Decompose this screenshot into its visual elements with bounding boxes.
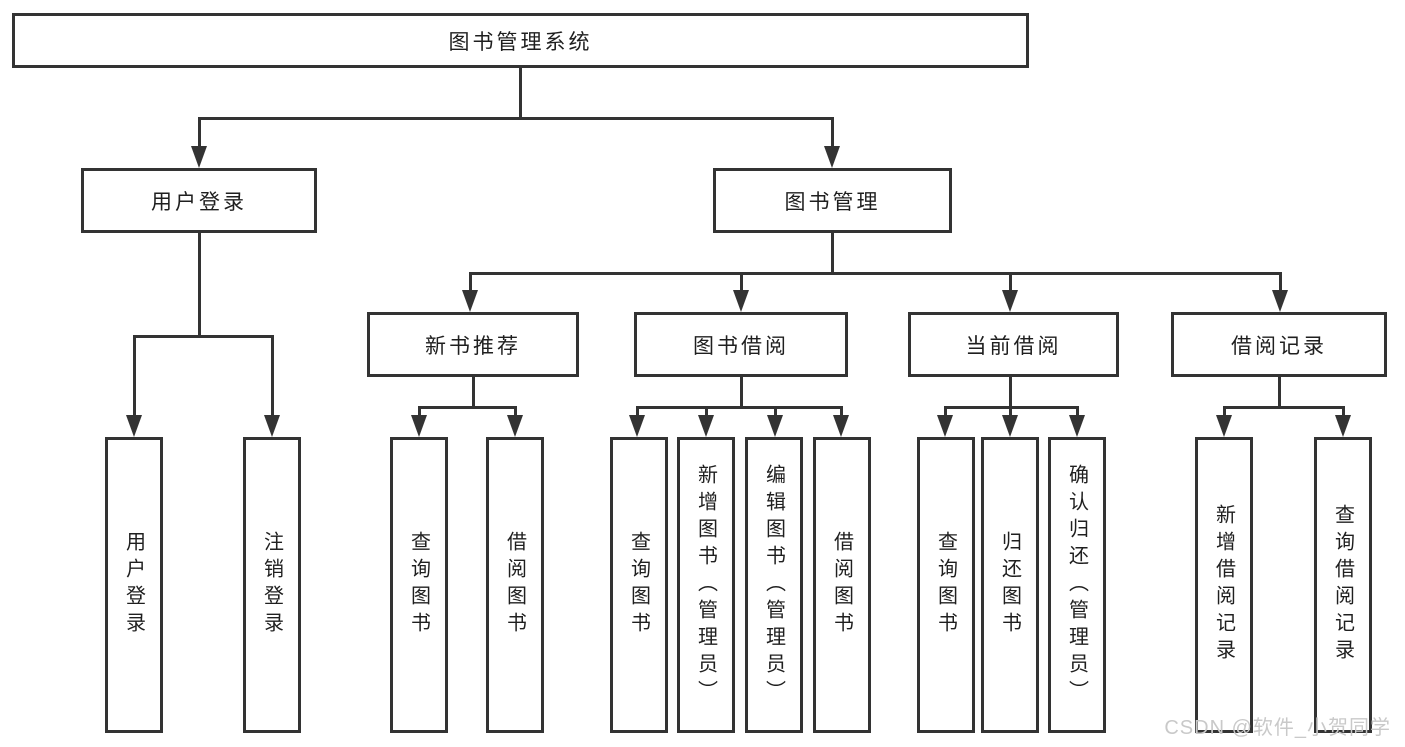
connector-newbook-rail: [418, 406, 517, 409]
arrow-down-icon: [943, 406, 947, 415]
leaf-edit-books-admin: 编辑图书（管理员）: [745, 437, 803, 733]
leaf-user-login: 用户登录: [105, 437, 163, 733]
arrow-down-icon: [1278, 272, 1282, 290]
leaf-add-books-admin: 新增图书（管理员）: [677, 437, 735, 733]
leaf-add-borrow-record: 新增借阅记录: [1195, 437, 1253, 733]
leaf-borrow-books: 借阅图书: [813, 437, 871, 733]
leaf-confirm-return-admin: 确认归还（管理员）: [1048, 437, 1106, 733]
leaf-borrow-books-rec: 借阅图书: [486, 437, 544, 733]
arrow-down-icon: [1075, 406, 1079, 415]
connector-newbook-stem: [472, 377, 475, 406]
arrow-down-icon: [839, 406, 843, 415]
leaf-query-books-borrow: 查询图书: [610, 437, 668, 733]
leaf-return-books: 归还图书: [981, 437, 1039, 733]
node-root-system: 图书管理系统: [12, 13, 1029, 68]
leaf-logout: 注销登录: [243, 437, 301, 733]
node-new-book-recommend: 新书推荐: [367, 312, 579, 377]
connector-bookborrow-rail: [636, 406, 843, 409]
arrow-down-icon: [197, 117, 201, 146]
connector-bookmgmt-stem: [831, 233, 834, 272]
arrow-down-icon: [773, 406, 777, 415]
connector-currentborrow-stem: [1009, 377, 1012, 406]
node-user-login: 用户登录: [81, 168, 317, 233]
arrow-down-icon: [1008, 406, 1012, 415]
arrow-down-icon: [830, 117, 834, 146]
connector-userlogin-stem: [198, 233, 201, 335]
arrow-down-icon: [1008, 272, 1012, 290]
csdn-watermark: CSDN @软件_小贺同学: [1164, 717, 1391, 739]
connector-currentborrow-rail: [944, 406, 1079, 409]
arrow-down-icon: [132, 335, 136, 415]
connector-userlogin-rail: [133, 335, 274, 338]
arrow-down-icon: [739, 272, 743, 290]
node-borrow-records: 借阅记录: [1171, 312, 1387, 377]
connector-bookborrow-stem: [740, 377, 743, 406]
connector-root-stem: [519, 68, 522, 118]
leaf-query-books-rec: 查询图书: [390, 437, 448, 733]
arrow-down-icon: [635, 406, 639, 415]
connector-root-rail: [198, 117, 834, 120]
arrow-down-icon: [1341, 406, 1345, 415]
leaf-query-books-current: 查询图书: [917, 437, 975, 733]
arrow-down-icon: [513, 406, 517, 415]
node-book-management: 图书管理: [713, 168, 952, 233]
arrow-down-icon: [417, 406, 421, 415]
arrow-down-icon: [1222, 406, 1226, 415]
connector-records-stem: [1278, 377, 1281, 406]
arrow-down-icon: [468, 272, 472, 290]
connector-records-rail: [1223, 406, 1345, 409]
node-book-borrow: 图书借阅: [634, 312, 848, 377]
node-current-borrow: 当前借阅: [908, 312, 1119, 377]
leaf-query-borrow-record: 查询借阅记录: [1314, 437, 1372, 733]
arrow-down-icon: [270, 335, 274, 415]
arrow-down-icon: [704, 406, 708, 415]
connector-bookmgmt-rail: [469, 272, 1282, 275]
